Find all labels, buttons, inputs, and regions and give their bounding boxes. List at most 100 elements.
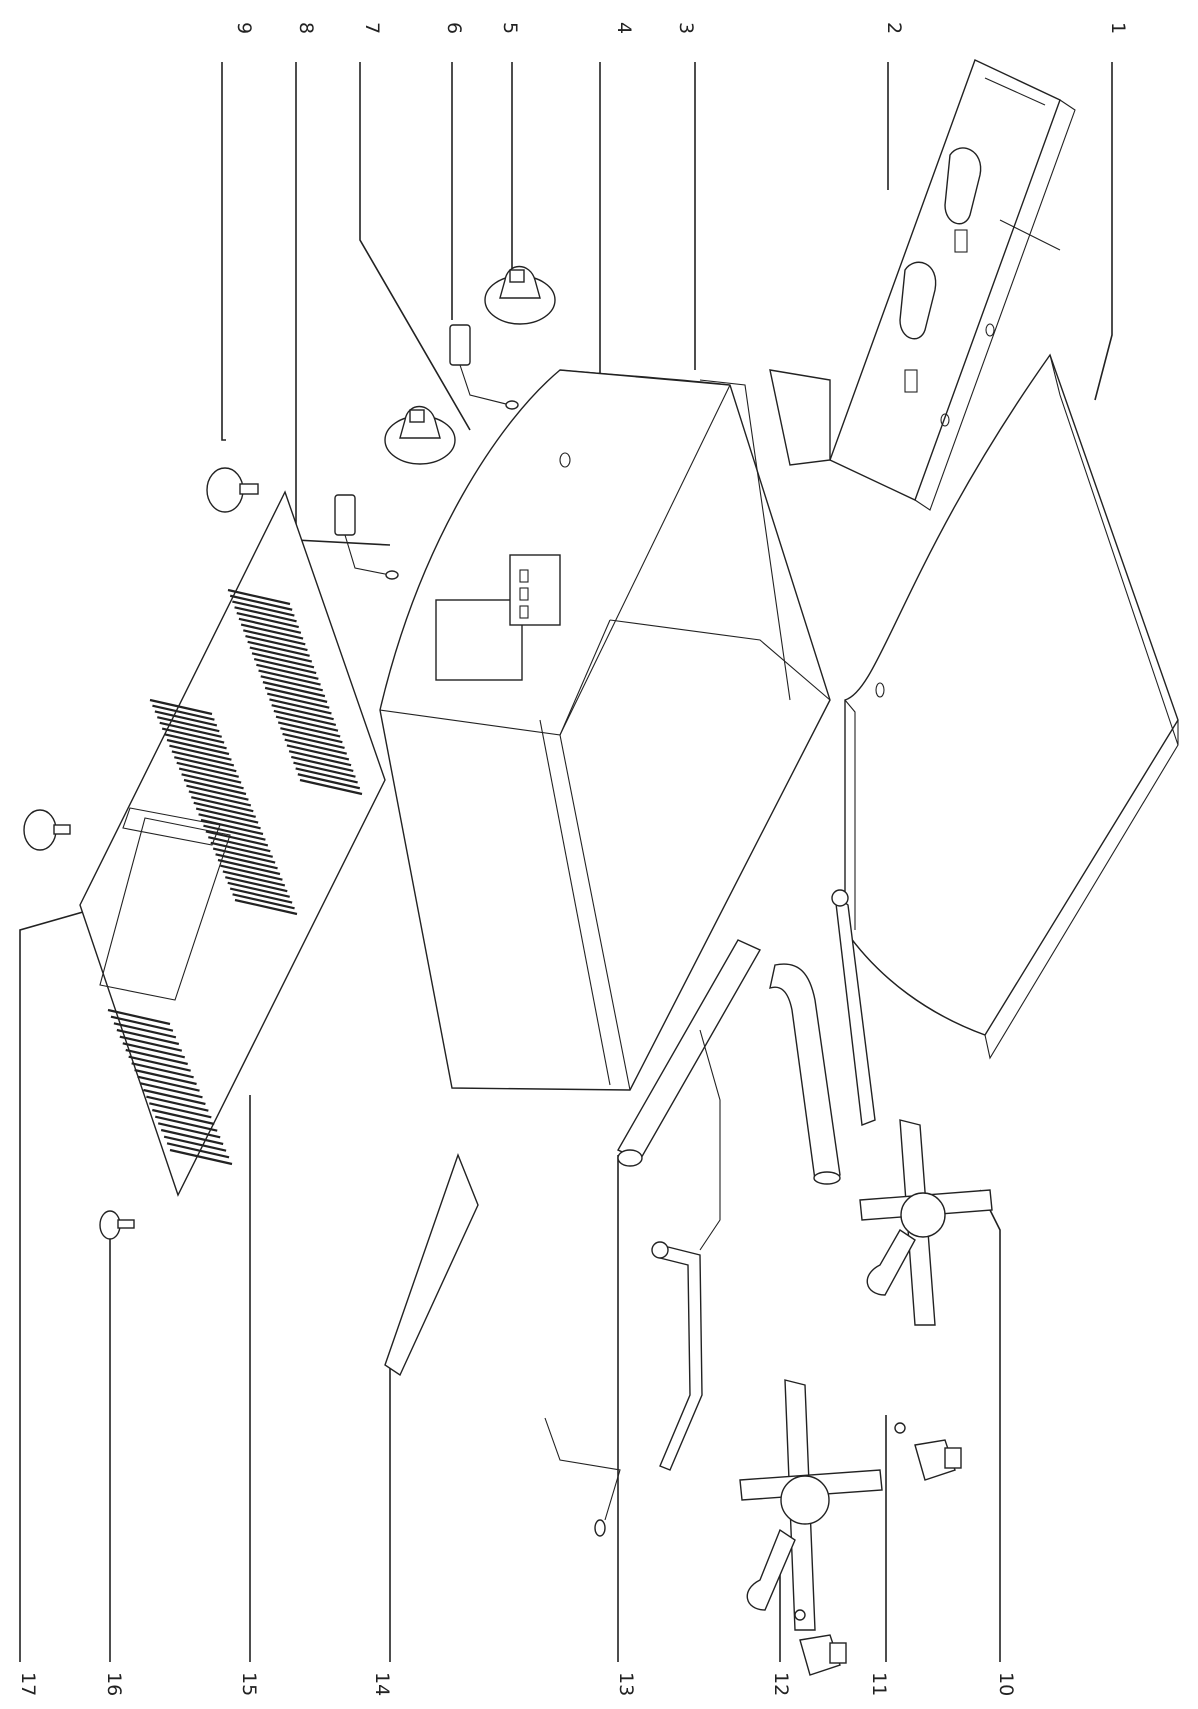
vent-slots	[107, 588, 363, 1166]
vent-slot	[188, 790, 252, 807]
svg-text:8: 8	[295, 22, 317, 34]
part-6-igniter	[449, 324, 519, 410]
callout-label-1: 1	[1107, 22, 1129, 34]
gas-line-2	[651, 1241, 703, 1471]
vent-slot	[222, 870, 286, 887]
vent-slot	[163, 1135, 227, 1152]
part-12-burner	[739, 1379, 883, 1631]
part-9-foot	[206, 467, 259, 513]
vent-slot	[178, 767, 242, 784]
vent-slot	[249, 646, 313, 663]
vent-slot	[208, 836, 271, 853]
vent-slot	[253, 658, 317, 675]
vent-slot	[131, 1062, 194, 1079]
vent-slot	[149, 1102, 212, 1119]
vent-slot	[288, 750, 352, 767]
vent-slot	[164, 733, 227, 750]
vent-slot	[166, 738, 230, 756]
vent-slot	[260, 675, 323, 692]
vent-slot	[174, 756, 237, 773]
svg-text:15: 15	[238, 1672, 260, 1696]
vent-slot	[262, 681, 326, 698]
callout-label-6: 6	[443, 22, 465, 34]
vent-slot	[146, 1095, 209, 1112]
vent-slot	[160, 1128, 224, 1146]
vent-slot	[143, 1088, 206, 1106]
vent-slot	[140, 1082, 203, 1099]
vent-slot	[169, 744, 232, 761]
part-8-control-box	[435, 554, 561, 681]
vent-slot	[227, 588, 291, 606]
vent-slot	[195, 807, 259, 824]
vent-slot	[154, 1115, 218, 1132]
vent-slot	[161, 727, 225, 744]
vent-slot	[152, 704, 215, 721]
part-4-firebox	[379, 369, 831, 1091]
vent-slot	[176, 761, 239, 778]
vent-slot	[134, 1068, 197, 1086]
svg-text:17: 17	[17, 1672, 39, 1696]
vent-slot	[137, 1075, 200, 1092]
part-11-fitting	[894, 1422, 962, 1481]
gas-line-1	[831, 889, 876, 1126]
vent-slot	[193, 801, 256, 818]
vent-slot	[234, 606, 297, 623]
vent-slot	[210, 841, 273, 858]
vent-slot	[107, 1008, 171, 1026]
svg-text:10: 10	[995, 1672, 1017, 1696]
part-11-fitting-2	[794, 1609, 847, 1676]
vent-slot	[245, 634, 308, 652]
vent-slot	[295, 767, 358, 784]
vent-slot	[256, 663, 319, 680]
vent-slot	[234, 898, 298, 916]
vent-slot	[273, 709, 337, 726]
svg-text:7: 7	[361, 22, 383, 34]
callout-label-7: 7	[361, 22, 383, 34]
svg-text:16: 16	[103, 1672, 125, 1696]
vent-slot	[243, 629, 306, 646]
callout-label-9: 9	[233, 22, 255, 34]
callout-label-16: 16	[103, 1672, 125, 1696]
callout-label-3: 3	[675, 22, 697, 34]
svg-text:11: 11	[868, 1672, 890, 1696]
vent-slot	[157, 1122, 221, 1139]
vent-slot	[291, 755, 354, 773]
vent-slot	[264, 686, 328, 703]
vent-slot	[225, 876, 288, 893]
vent-slot	[203, 824, 266, 841]
part-1-base-tray	[844, 353, 1179, 1060]
svg-text:2: 2	[883, 22, 905, 34]
callout-label-2: 2	[883, 22, 905, 34]
vent-slot	[251, 652, 315, 669]
vent-slot	[171, 750, 235, 767]
vent-slot	[205, 830, 269, 847]
part-10-burner	[859, 1119, 993, 1326]
vent-slot	[236, 611, 299, 629]
vent-slot	[227, 881, 290, 898]
svg-text:4: 4	[613, 22, 635, 34]
vent-slot	[269, 698, 332, 715]
part-13-burner-tube	[617, 939, 841, 1251]
vent-slot	[293, 761, 356, 778]
vent-slot	[212, 847, 276, 864]
vent-slot	[271, 704, 334, 721]
vent-slot	[217, 858, 281, 876]
vent-slot	[116, 1028, 180, 1046]
vent-slot	[258, 669, 321, 686]
callout-label-10: 10	[995, 1672, 1017, 1696]
vent-slot	[152, 1108, 215, 1126]
vent-slot	[186, 784, 249, 801]
vent-slot	[267, 692, 330, 709]
vent-slot	[198, 813, 261, 830]
callout-label-14: 14	[371, 1672, 393, 1696]
svg-text:9: 9	[233, 22, 255, 34]
svg-text:6: 6	[443, 22, 465, 34]
vent-slot	[297, 773, 361, 790]
vent-slot	[229, 594, 293, 611]
vent-slot	[166, 1142, 230, 1159]
callout-label-15: 15	[238, 1672, 260, 1696]
svg-text:14: 14	[371, 1672, 393, 1696]
vent-slot	[159, 721, 222, 738]
vent-slot	[284, 738, 347, 755]
